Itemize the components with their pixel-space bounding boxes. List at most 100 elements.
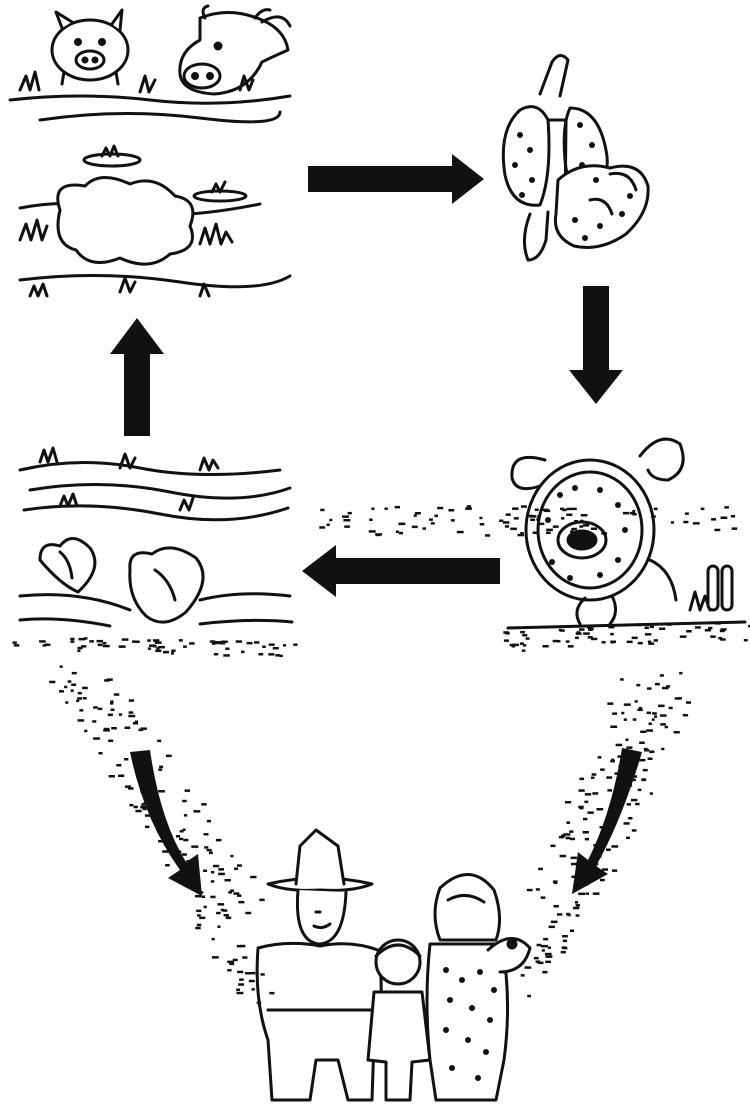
speckle bbox=[579, 777, 585, 781]
speckle bbox=[184, 789, 190, 792]
speckle bbox=[610, 759, 615, 763]
speckle bbox=[612, 869, 618, 872]
speckle bbox=[644, 633, 652, 636]
speckle bbox=[411, 525, 418, 529]
speckle bbox=[108, 739, 114, 742]
speckle bbox=[102, 644, 110, 648]
speckle bbox=[189, 642, 195, 645]
speckle bbox=[646, 729, 653, 732]
speckle bbox=[579, 628, 585, 631]
speckle bbox=[546, 531, 551, 535]
speckle bbox=[558, 628, 563, 632]
speckle bbox=[437, 506, 444, 510]
speckle bbox=[132, 640, 136, 643]
speckle bbox=[230, 854, 234, 858]
speckle bbox=[538, 867, 543, 871]
speckle bbox=[147, 639, 151, 642]
speckle bbox=[227, 969, 232, 972]
speckle bbox=[541, 949, 545, 952]
speckle bbox=[152, 645, 157, 648]
speckle bbox=[648, 642, 655, 645]
speckle bbox=[562, 508, 567, 512]
speckle bbox=[684, 512, 689, 515]
speckle bbox=[499, 519, 504, 522]
speckle bbox=[692, 522, 700, 525]
speckle bbox=[575, 904, 580, 907]
speckle bbox=[628, 817, 633, 820]
speckle bbox=[547, 946, 551, 949]
speckle bbox=[631, 829, 637, 832]
speckle bbox=[546, 528, 553, 532]
speckle bbox=[224, 879, 231, 882]
speckle bbox=[293, 643, 298, 646]
speckle bbox=[565, 801, 572, 804]
speckle bbox=[637, 788, 642, 792]
speckle bbox=[107, 713, 113, 717]
speckle bbox=[77, 719, 85, 722]
speckle bbox=[583, 817, 588, 821]
speckle bbox=[649, 750, 655, 753]
speckle bbox=[578, 789, 585, 792]
speckle bbox=[236, 944, 242, 948]
speckle bbox=[206, 819, 211, 823]
speckle bbox=[171, 652, 174, 655]
speckle bbox=[590, 527, 597, 530]
speckle bbox=[636, 683, 641, 687]
speckle bbox=[574, 636, 579, 640]
speckle bbox=[553, 905, 559, 908]
speckle bbox=[413, 514, 417, 517]
speckle bbox=[77, 691, 82, 695]
speckle bbox=[133, 805, 138, 809]
speckle bbox=[164, 650, 169, 654]
speckle bbox=[236, 894, 242, 897]
speckle bbox=[182, 799, 187, 803]
speckle bbox=[120, 645, 126, 648]
speckle bbox=[183, 838, 189, 842]
speckle bbox=[430, 522, 435, 525]
speckle bbox=[222, 909, 228, 912]
arrow-pasture-to-organs bbox=[308, 154, 484, 204]
speckle bbox=[394, 505, 400, 509]
speckle bbox=[269, 991, 275, 995]
speckle bbox=[649, 625, 654, 629]
speckle bbox=[465, 507, 472, 510]
speckle bbox=[135, 640, 140, 643]
speckle bbox=[258, 653, 264, 656]
speckle bbox=[590, 627, 594, 630]
speckle bbox=[542, 970, 548, 974]
speckle bbox=[110, 702, 114, 705]
speckle bbox=[512, 507, 519, 510]
speckle bbox=[219, 642, 226, 645]
speckle bbox=[104, 679, 110, 682]
speckle bbox=[241, 650, 245, 654]
speckle bbox=[563, 833, 571, 836]
speckle bbox=[129, 803, 134, 807]
speckle bbox=[715, 622, 721, 625]
speckle bbox=[342, 515, 349, 518]
speckle bbox=[204, 846, 209, 849]
speckle bbox=[659, 674, 664, 677]
speckle bbox=[561, 517, 565, 520]
speckle bbox=[660, 723, 666, 726]
speckle bbox=[93, 706, 98, 709]
speckle bbox=[466, 505, 472, 508]
speckle bbox=[601, 532, 608, 535]
speckle bbox=[178, 639, 183, 642]
speckle bbox=[586, 626, 592, 629]
speckle bbox=[575, 914, 580, 917]
speckle bbox=[77, 649, 81, 653]
arrow-ground-to-pasture bbox=[110, 318, 164, 436]
speckle bbox=[730, 515, 736, 518]
speckle bbox=[229, 962, 235, 966]
speckle bbox=[96, 639, 103, 643]
pasture-with-pig-and-cow-icon bbox=[8, 4, 292, 298]
speckle bbox=[240, 944, 246, 948]
speckle bbox=[165, 754, 172, 758]
speckle bbox=[196, 909, 202, 913]
speckle bbox=[641, 778, 647, 781]
speckle bbox=[59, 665, 63, 668]
speckle bbox=[158, 645, 165, 649]
speckle bbox=[124, 785, 131, 788]
speckle bbox=[539, 522, 545, 526]
speckle bbox=[76, 699, 80, 703]
